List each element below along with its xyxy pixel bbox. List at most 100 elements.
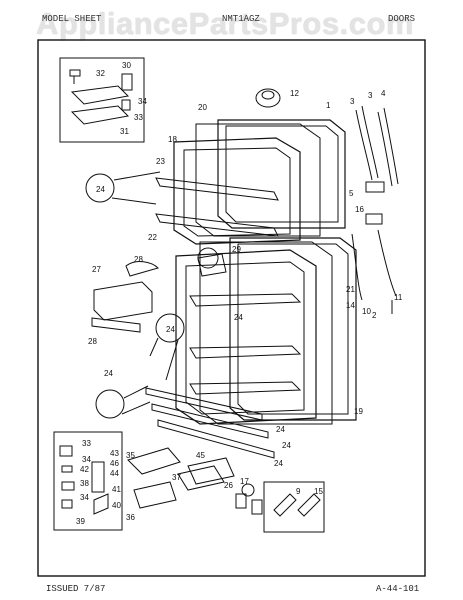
- freezer-door-shelf-lower: [155, 213, 279, 237]
- detail-leader-1: [111, 171, 161, 205]
- callout-38: 38: [80, 479, 89, 488]
- hinge-plates: [70, 85, 130, 125]
- callout-28: 29: [232, 245, 241, 254]
- hinge-plate-36: [133, 481, 177, 509]
- callout-9: 11: [394, 293, 403, 302]
- fresh-food-door-edge: [237, 243, 349, 415]
- callout-12: 16: [355, 205, 364, 214]
- detail-circle-2: [155, 313, 185, 343]
- butter-tray: [197, 253, 227, 277]
- washer-13: [241, 483, 255, 497]
- callout-labels: 30 32 34 33 31 12 20 1 3 3 4 18 23 24 5 …: [76, 61, 403, 526]
- callout-18: 22: [148, 233, 157, 242]
- detail-circle-4: [197, 247, 219, 269]
- bracket-parts: [273, 493, 321, 517]
- callout-45: 45: [196, 451, 205, 460]
- callout-34: 34: [138, 97, 147, 106]
- callout-41: 41: [112, 485, 121, 494]
- callout-11: 15: [314, 487, 323, 496]
- callout-33: 33: [134, 113, 143, 122]
- trim-strip-21: [157, 419, 275, 459]
- hinge-pins-25: [235, 493, 263, 515]
- callout-23: 24: [282, 441, 291, 450]
- callout-3a: 3: [350, 97, 355, 106]
- callout-30: 30: [122, 61, 131, 70]
- door-shelf-upper: [189, 293, 302, 307]
- callout-13: 17: [240, 477, 249, 486]
- footer-code: A-44-101: [376, 584, 420, 594]
- callout-24a: 24: [96, 185, 105, 194]
- freezer-door-liner: [173, 137, 301, 245]
- detail-leader-3: [121, 385, 151, 415]
- callout-24c: 24: [104, 369, 113, 378]
- detail-circle-3: [95, 389, 125, 419]
- fresh-food-gasket: [199, 241, 333, 425]
- hinge-plate-37: [177, 465, 225, 491]
- callout-8: 10: [362, 307, 371, 316]
- callout-1: 1: [326, 101, 331, 110]
- fresh-food-handle: [351, 229, 397, 301]
- callout-3b: 3: [368, 91, 373, 100]
- callout-36: 36: [126, 513, 135, 522]
- freezer-handle-right: [377, 107, 399, 187]
- callout-25: 26: [224, 481, 233, 490]
- hinge-bushing: [121, 99, 131, 111]
- callout-24b: 24: [166, 325, 175, 334]
- hinge-plate-45: [187, 457, 235, 485]
- callout-16: 20: [198, 103, 207, 112]
- dairy-door: [125, 261, 159, 277]
- callout-17: 21: [346, 285, 355, 294]
- header-model-number: NMT1AGZ: [222, 14, 260, 24]
- callout-34c: 34: [80, 493, 89, 502]
- handle-bracket-upper: [365, 181, 385, 193]
- diagram-frame: [37, 39, 426, 577]
- dairy-trim-27: [91, 317, 141, 333]
- watermark: AppliancePartsPros.com: [36, 6, 414, 41]
- callout-39: 39: [76, 517, 85, 526]
- callout-6: 12: [290, 89, 299, 98]
- callout-15: 19: [354, 407, 363, 416]
- callout-27: 28: [88, 337, 97, 346]
- hinge-screw: [69, 69, 81, 84]
- callout-19: 23: [156, 157, 165, 166]
- hinge-pin: [121, 73, 133, 91]
- hardware-inset-box: [53, 431, 123, 531]
- freezer-handle-left: [355, 105, 379, 181]
- callout-35: 35: [126, 451, 135, 460]
- freezer-door-panel: [217, 119, 346, 229]
- door-shelf-middle: [189, 345, 302, 359]
- callout-26: 27: [92, 265, 101, 274]
- freezer-door-shelf: [155, 177, 279, 201]
- bracket-inset-box: [263, 481, 325, 533]
- hardware-parts-left: [59, 445, 75, 509]
- footer-issued: ISSUED 7/87: [46, 584, 106, 594]
- callout-40: 40: [112, 501, 121, 510]
- callout-21: 24: [274, 459, 283, 468]
- hinge-plate-35: [127, 447, 181, 475]
- callout-5: 5: [349, 189, 354, 198]
- hinge-cap: [255, 88, 281, 108]
- handle-screws: [355, 300, 393, 314]
- handle-bracket-lower: [365, 213, 383, 225]
- callout-37: 37: [172, 473, 181, 482]
- callout-42: 42: [80, 465, 89, 474]
- callout-14: 18: [168, 135, 177, 144]
- callout-10: 14: [346, 301, 355, 310]
- freezer-gasket: [195, 123, 321, 237]
- callout-4: 4: [381, 89, 386, 98]
- freezer-door-edge: [225, 125, 339, 223]
- fresh-food-door-panel: [229, 237, 357, 421]
- callout-32: 32: [96, 69, 105, 78]
- callout-2: 2: [372, 311, 377, 320]
- fresh-food-liner-inner: [185, 261, 305, 415]
- dairy-compartment: [93, 281, 153, 321]
- detail-circle-1: [85, 173, 115, 203]
- callout-22: 24: [234, 313, 243, 322]
- detail-leader-2: [149, 337, 179, 381]
- callout-20: 24: [276, 425, 285, 434]
- callout-44: 44: [110, 469, 119, 478]
- door-shelf-bottom: [189, 381, 302, 395]
- callout-46: 46: [110, 459, 119, 468]
